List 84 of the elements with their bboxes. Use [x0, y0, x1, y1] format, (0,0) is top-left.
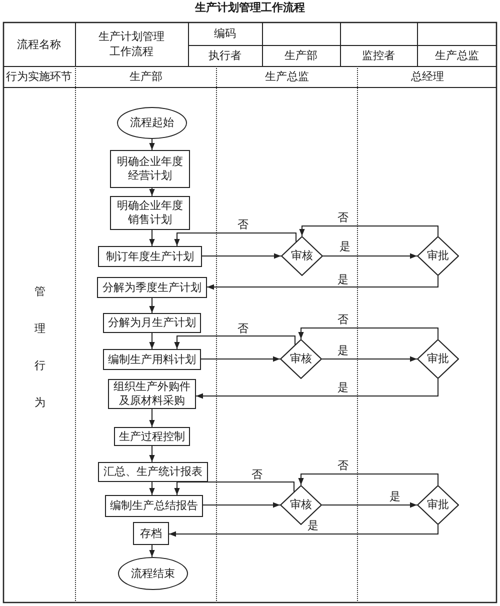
lane-title: 生产部	[130, 70, 162, 84]
arrow	[149, 332, 155, 350]
node-text: 编制生产总结报告	[110, 499, 198, 513]
decision-diamond	[280, 339, 322, 379]
edge-label: 是	[336, 345, 350, 357]
process-box	[110, 196, 190, 230]
process-box	[98, 462, 208, 482]
arrow	[149, 544, 155, 558]
arrow	[168, 524, 438, 537]
node-text: 流程结束	[131, 566, 175, 580]
process-box	[108, 379, 196, 409]
node-text: 编制生产用料计划	[108, 352, 196, 366]
node-text: 制订年度生产计划	[106, 250, 194, 264]
arrow	[202, 253, 282, 259]
decision-text: 审核	[291, 249, 313, 263]
node-text: 流程起始	[130, 116, 174, 130]
edge-label: 否	[336, 212, 350, 224]
header-label: 执行者	[208, 48, 242, 63]
decision-diamond	[281, 236, 323, 276]
edge-label: 否	[336, 460, 350, 472]
process-box	[103, 313, 201, 333]
decision-text: 审批	[427, 352, 449, 366]
decision-text: 审核	[290, 498, 312, 512]
edge-label: 是	[388, 491, 402, 503]
lane-title: 生产总监	[265, 70, 309, 84]
process-box	[97, 277, 207, 298]
arrow	[149, 446, 155, 462]
header-label: 流程名称	[17, 36, 61, 52]
process-box	[105, 495, 203, 517]
node-text: 分解为季度生产计划	[102, 280, 202, 294]
node-text: 组织生产外购件及原材料采购	[112, 380, 192, 408]
vertical-label: 管理行为	[34, 284, 46, 411]
decision-text: 审批	[427, 498, 449, 512]
arrow	[149, 230, 155, 246]
arrow	[200, 356, 280, 362]
edge-label: 否	[336, 314, 350, 326]
edge-label: 是	[338, 241, 352, 253]
lane-title: 总经理	[411, 70, 444, 84]
process-box	[110, 150, 190, 188]
arrow	[322, 356, 418, 362]
arrow	[149, 138, 155, 150]
process-box	[103, 349, 201, 370]
edge-label: 否	[236, 219, 250, 231]
edge-label: 否	[250, 469, 264, 481]
arrow	[174, 482, 294, 496]
arrow	[299, 226, 438, 236]
edge-label: 是	[336, 382, 350, 394]
decision-diamond	[417, 485, 459, 525]
decision-text: 审核	[290, 352, 312, 366]
header-label: 生产总监	[435, 48, 479, 63]
node-text: 明确企业年度经营计划	[116, 155, 184, 183]
process-box	[98, 246, 202, 267]
arrow	[174, 336, 296, 350]
arrow	[298, 328, 438, 340]
arrow	[149, 482, 155, 496]
edge-label: 是	[336, 274, 350, 286]
header-label: 行为实施环节	[6, 69, 72, 84]
header-label: 生产部	[284, 48, 318, 63]
arrow	[206, 276, 438, 290]
arrow	[202, 502, 280, 508]
node-text: 明确企业年度销售计划	[116, 199, 184, 227]
node-text: 生产过程控制	[119, 430, 185, 444]
diagram-title: 生产计划管理工作流程	[195, 1, 305, 15]
arrow	[322, 253, 418, 259]
arrow	[298, 474, 438, 486]
node-text: 分解为月生产计划	[108, 316, 196, 330]
decision-diamond	[417, 236, 459, 276]
header-label: 监控者	[362, 48, 395, 63]
decision-diamond	[417, 339, 459, 379]
arrow	[149, 188, 155, 196]
arrow	[322, 502, 418, 508]
process-box	[133, 522, 169, 545]
arrow	[174, 232, 296, 246]
edge-label: 否	[236, 323, 250, 335]
process-box	[114, 427, 190, 446]
header-label: 编码	[214, 26, 236, 41]
node-text: 汇总、生产统计报表	[104, 465, 202, 479]
arrow	[196, 378, 438, 399]
arrow	[149, 408, 155, 428]
header-label: 生产计划管理工作流程	[98, 29, 166, 59]
edge-label: 是	[306, 520, 320, 532]
arrow	[149, 298, 155, 314]
decision-text: 审批	[427, 249, 449, 263]
node-text: 存档	[140, 526, 162, 540]
